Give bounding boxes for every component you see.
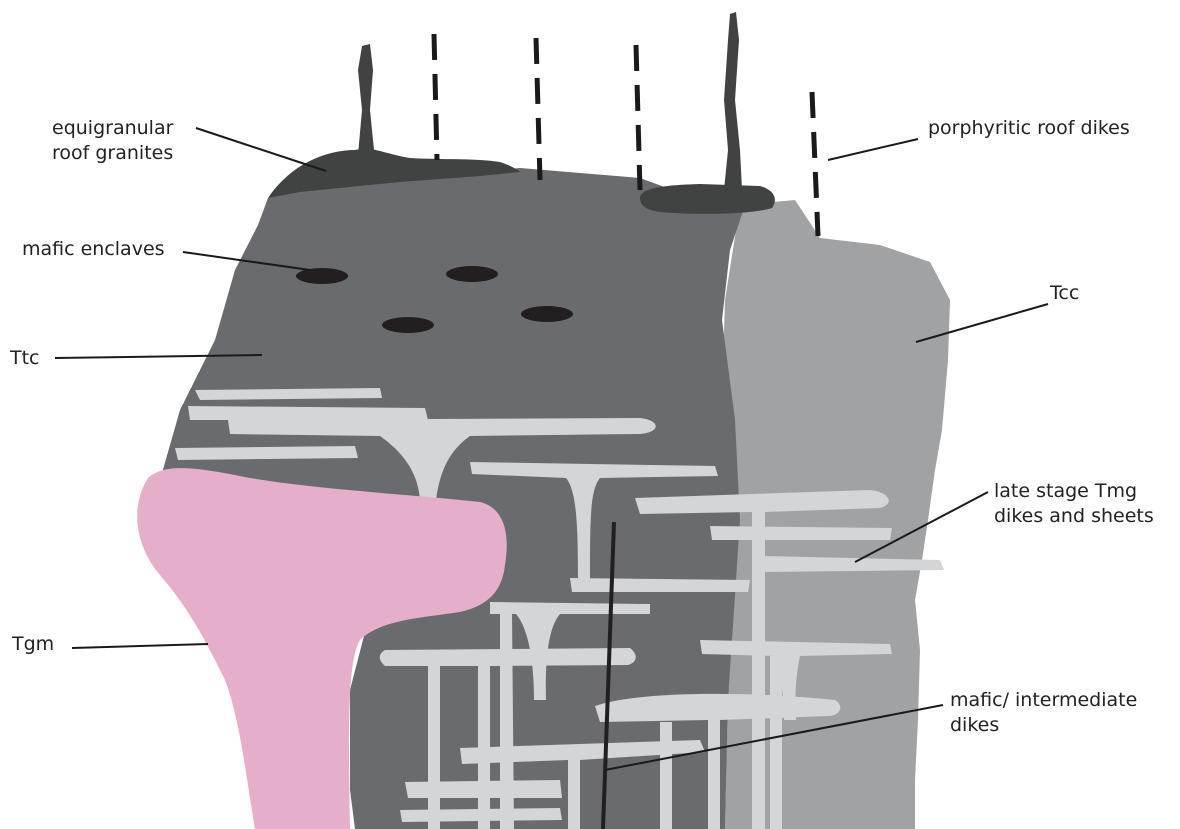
tmg-sheet (175, 446, 358, 460)
porphyritic-dike (434, 34, 437, 160)
label-line: equigranular (52, 116, 173, 141)
porphyritic-dike (812, 92, 818, 236)
tmg-sheet (195, 388, 382, 400)
label-late-stage-tmg: late stage Tmg dikes and sheets (994, 479, 1154, 529)
label-tcc: Tcc (1050, 281, 1079, 306)
tmg-sheet (188, 406, 428, 420)
leader-line-tgm (72, 644, 208, 648)
mafic-enclave (382, 317, 434, 333)
tmg-dike (660, 722, 672, 829)
label-line: Tgm (12, 632, 54, 657)
label-porphyritic-roof-dikes: porphyritic roof dikes (928, 116, 1130, 141)
label-equigranular-roof-granites: equigranular roof granites (52, 116, 173, 166)
tmg-sheet (400, 808, 562, 822)
tmg-sheet (405, 780, 562, 798)
label-line: dikes (950, 713, 1137, 738)
tmg-dike (770, 656, 782, 829)
mafic-enclave (296, 268, 348, 284)
label-mafic-enclaves: mafic enclaves (22, 237, 165, 262)
label-line: dikes and sheets (994, 504, 1154, 529)
tmg-sheet (710, 526, 892, 540)
label-ttc: Ttc (10, 346, 40, 371)
label-line: mafic enclaves (22, 237, 165, 262)
label-line: Tcc (1050, 281, 1079, 306)
label-line: roof granites (52, 141, 173, 166)
label-line: porphyritic roof dikes (928, 116, 1130, 141)
label-line: late stage Tmg (994, 479, 1154, 504)
leader-line-porphyritic (828, 139, 918, 160)
mafic-enclave (521, 306, 573, 322)
label-tgm: Tgm (12, 632, 54, 657)
porphyritic-dike (536, 38, 540, 180)
mafic-enclave (446, 266, 498, 282)
tmg-dike (500, 614, 514, 829)
porphyritic-dike (636, 45, 640, 190)
leader-line-equigranular (196, 128, 326, 171)
tmg-sheet (570, 578, 750, 592)
label-line: Ttc (10, 346, 40, 371)
roof-granite-right (640, 184, 775, 214)
label-mafic-intermediate-dikes: mafic/ intermediate dikes (950, 688, 1137, 738)
label-line: mafic/ intermediate (950, 688, 1137, 713)
roof-granite-left-dike (350, 44, 385, 164)
roof-granite-right-dike (724, 12, 742, 190)
